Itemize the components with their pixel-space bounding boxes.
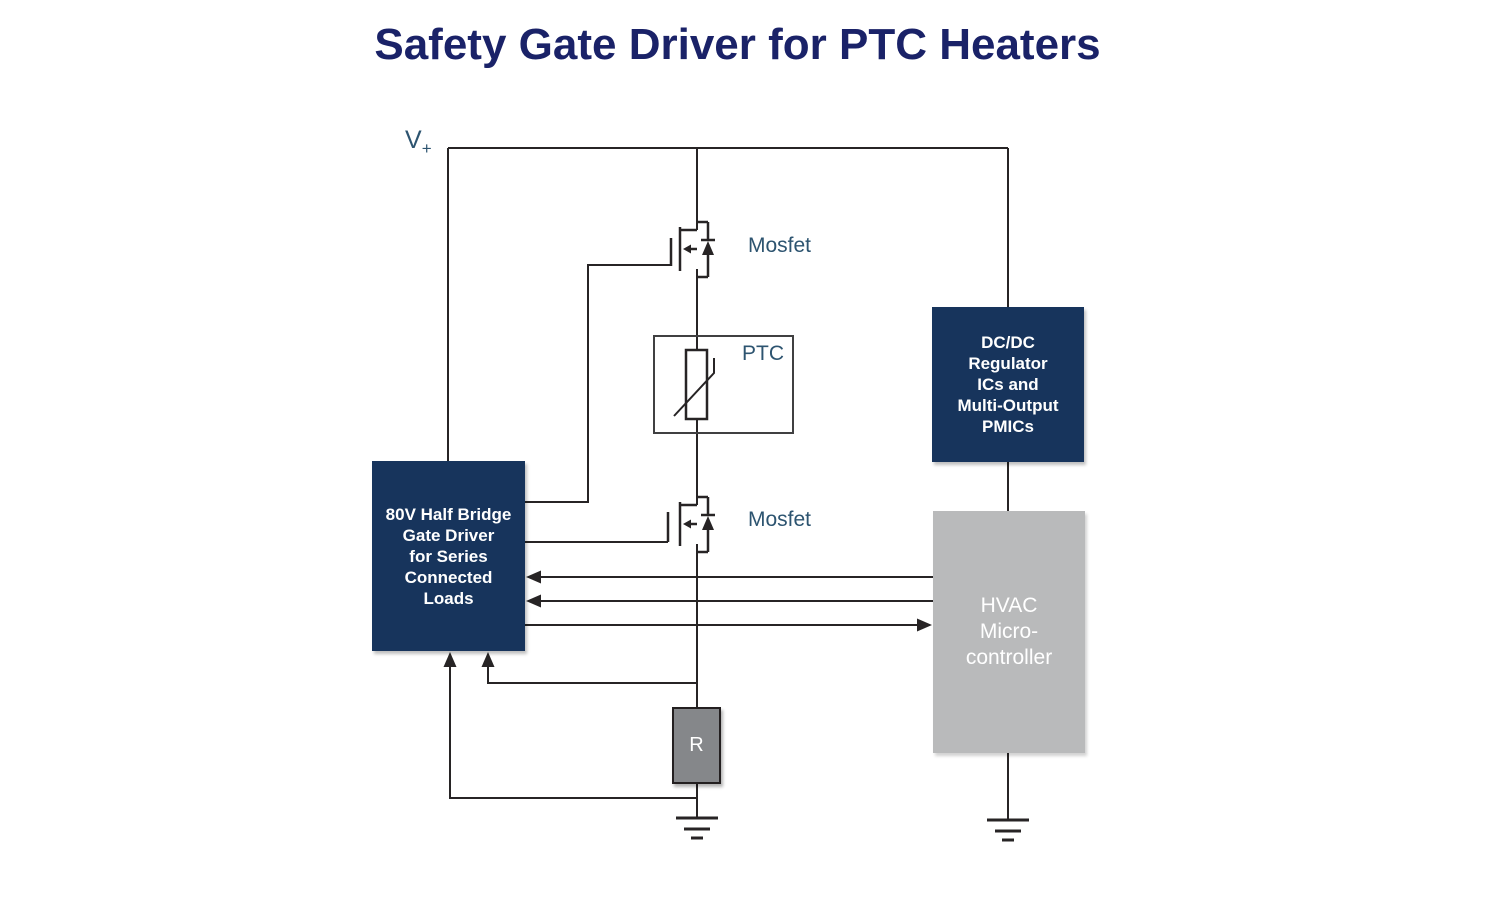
shunt-resistor-block: R: [672, 707, 721, 784]
top-mosfet-gate-wire: [525, 264, 671, 503]
ptc-label: PTC: [742, 342, 784, 365]
ground-symbol-left: [676, 816, 718, 840]
hvac-microcontroller-label: HVAC Micro- controller: [965, 594, 1053, 669]
gate-driver-label: 80V Half Bridge Gate Driver for Series C…: [385, 504, 512, 608]
ptc-heater-box: [653, 335, 794, 434]
shunt-sense-wire: [481, 652, 697, 684]
ground-symbol-right: [987, 818, 1029, 842]
dcdc-regulator-label: DC/DC Regulator ICs and Multi-Output PMI…: [957, 333, 1059, 436]
hvac-to-driver-signal-2: [526, 594, 933, 608]
shunt-resistor-label: R: [689, 734, 704, 756]
bottom-mosfet-label: Mosfet: [748, 508, 812, 531]
vplus-subscript: +: [421, 139, 432, 158]
page-title: Safety Gate Driver for PTC Heaters: [374, 20, 1101, 69]
gate-driver-block: 80V Half Bridge Gate Driver for Series C…: [372, 461, 525, 651]
dcdc-regulator-block: DC/DC Regulator ICs and Multi-Output PMI…: [932, 307, 1084, 462]
ground-sense-wire: [443, 652, 697, 799]
bottom-mosfet-symbol: [666, 495, 715, 554]
top-mosfet-label: Mosfet: [748, 234, 812, 257]
hvac-to-driver-signal-1: [526, 570, 933, 584]
top-mosfet-symbol: [669, 220, 715, 279]
hvac-microcontroller-block: HVAC Micro- controller: [933, 511, 1085, 753]
vplus-label: V+: [405, 126, 432, 158]
driver-to-hvac-signal: [525, 618, 932, 632]
vplus-rail-wire: [447, 147, 1008, 461]
